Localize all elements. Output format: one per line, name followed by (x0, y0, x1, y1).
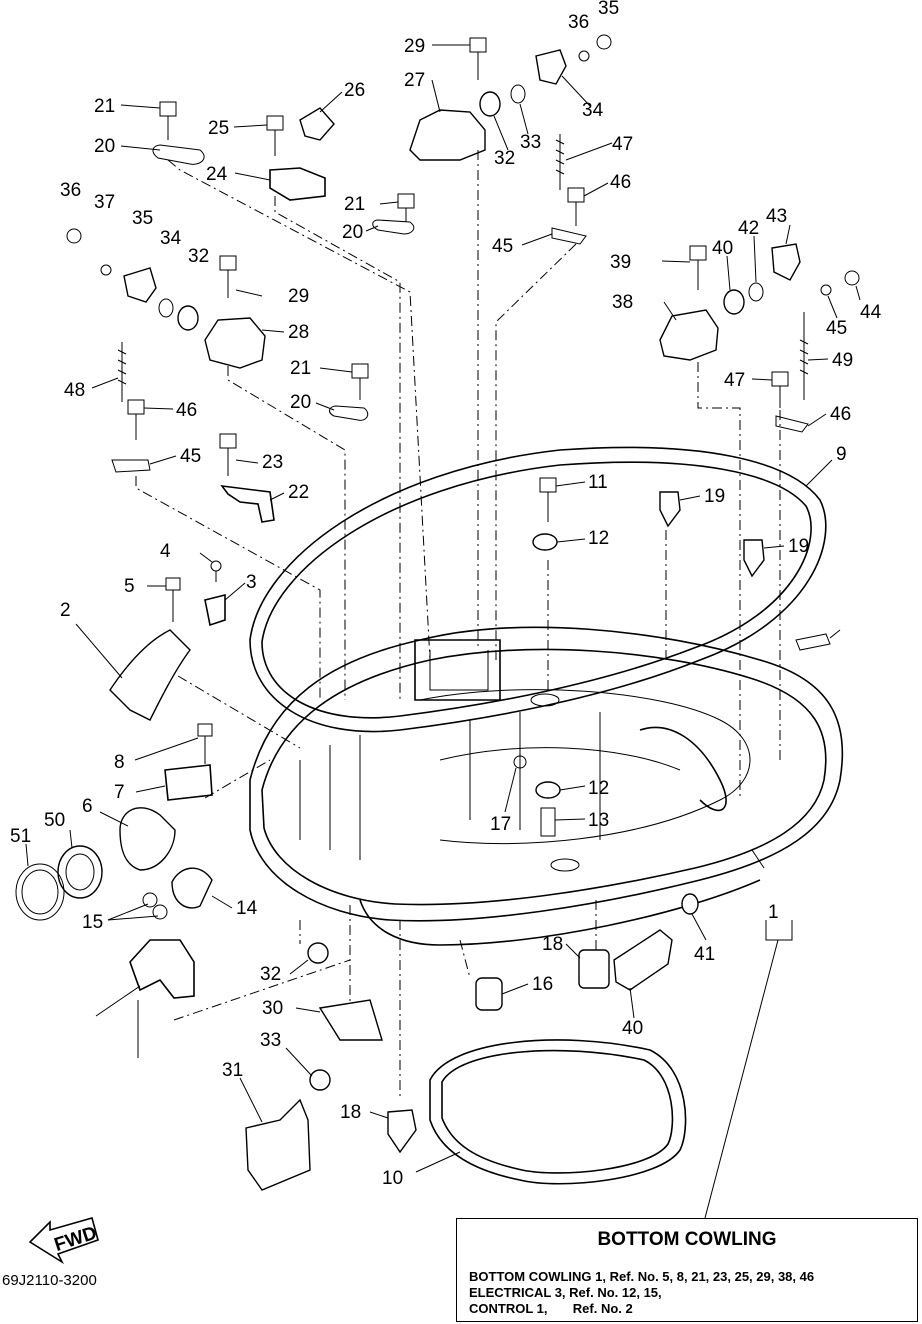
callout-28: 28 (288, 322, 309, 343)
callout-4: 4 (160, 541, 171, 562)
legend-line-1: BOTTOM COWLING 1, Ref. No. 5, 8, 21, 23,… (469, 1269, 815, 1284)
callout-39: 40 (622, 1018, 643, 1039)
callout-40-top: 40 (712, 238, 733, 259)
callout-21-a: 21 (94, 96, 115, 117)
callout-20-a: 20 (94, 136, 115, 157)
callout-40-bottom: 41 (694, 944, 715, 965)
bottom-cowling-part-1 (249, 626, 844, 946)
callout-46-right: 47 (724, 370, 745, 391)
callout-19-bottom: 19 (788, 536, 809, 557)
callout-47-top: 47 (612, 134, 633, 155)
small-parts (15, 34, 860, 1191)
callout-10: 10 (382, 1168, 403, 1189)
leader-lines (25, 44, 861, 1219)
drawing-code: 69J2110-3200 (2, 1272, 97, 1289)
callout-43: 44 (860, 302, 882, 323)
callout-32-bottom: 33 (260, 1030, 281, 1051)
callout-48: 50 (44, 810, 65, 831)
callout-49: 51 (10, 826, 31, 847)
callout-30: 30 (262, 998, 283, 1019)
callout-23: 23 (262, 452, 283, 473)
callout-11: 11 (588, 472, 608, 493)
seal-part-9 (249, 446, 827, 733)
callout-12-top: 12 (588, 528, 609, 549)
fwd-arrow: FWD (28, 1217, 99, 1265)
callout-29-left: 29 (288, 286, 309, 307)
callout-36-top: 36 (568, 12, 589, 33)
callout-16: 16 (532, 974, 553, 995)
callout-46-left: 46 (176, 400, 197, 421)
callout-34-left: 35 (132, 208, 153, 229)
callout-33-top: 33 (520, 132, 541, 153)
callout-19-top: 19 (704, 486, 725, 507)
callout-18-bottom: 18 (340, 1102, 361, 1123)
callout-6: 6 (82, 796, 93, 817)
callout-47-right: 49 (832, 350, 853, 371)
callout-41: 42 (738, 218, 759, 239)
callout-13: 13 (588, 810, 609, 831)
callout-42: 43 (766, 206, 787, 227)
callout-37: 38 (612, 292, 633, 313)
callout-3: 3 (246, 572, 257, 593)
callout-45-top: 45 (492, 236, 513, 257)
callout-1: 1 (768, 902, 779, 923)
legend-line-3: CONTROL 1, Ref. No. 2 (469, 1301, 633, 1316)
callout-22: 22 (288, 482, 309, 503)
callout-20-c: 20 (290, 392, 311, 413)
callout-21-b: 21 (344, 194, 365, 215)
callout-44: 45 (826, 318, 847, 339)
callout-7: 7 (114, 782, 125, 803)
callout-26: 26 (344, 80, 365, 101)
callout-47-left: 48 (64, 380, 85, 401)
legend-title: BOTTOM COWLING (597, 1229, 777, 1250)
callout-46-top: 46 (610, 172, 631, 193)
callout-2: 2 (60, 600, 71, 621)
callout-25: 25 (208, 118, 229, 139)
callout-17: 17 (490, 814, 511, 835)
callout-32-left: 32 (188, 246, 209, 267)
callout-35-left: 36 (60, 180, 81, 201)
callout-27: 27 (404, 70, 425, 91)
callout-24: 24 (206, 164, 228, 185)
callout-15: 15 (82, 912, 103, 933)
callout-35-top: 35 (598, 0, 619, 19)
callout-12-bottom: 12 (588, 778, 609, 799)
callout-21-c: 21 (290, 358, 311, 379)
seal-part-10 (429, 1039, 687, 1185)
callout-34-top: 34 (582, 100, 604, 121)
callout-numbers: 1 2 3 4 5 6 7 8 9 10 11 12 12 13 14 15 1… (10, 0, 882, 1189)
callout-18-right: 18 (542, 934, 563, 955)
legend-box: BOTTOM COWLING BOTTOM COWLING 1, Ref. No… (456, 1218, 918, 1322)
callout-38: 39 (610, 252, 631, 273)
legend-line-2: ELECTRICAL 3, Ref. No. 12, 15, (469, 1285, 662, 1300)
callout-45-right: 46 (830, 404, 851, 425)
callout-9: 9 (836, 444, 847, 465)
callout-29-top: 29 (404, 36, 425, 57)
callout-5: 5 (124, 576, 135, 597)
callout-36-left: 37 (94, 192, 115, 213)
callout-31: 31 (222, 1060, 243, 1081)
callout-45-left: 45 (180, 446, 201, 467)
callout-14: 14 (236, 898, 258, 919)
callout-33-left: 34 (160, 228, 182, 249)
callout-32-top: 32 (494, 148, 515, 169)
callout-32-mid: 32 (260, 964, 281, 985)
callout-8: 8 (114, 752, 125, 773)
callout-20-b: 20 (342, 222, 363, 243)
